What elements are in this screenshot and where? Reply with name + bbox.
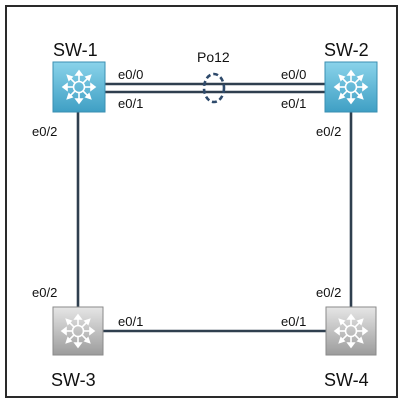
switch-sw4[interactable] xyxy=(325,306,377,356)
port-label-sw3-e0-1: e0/1 xyxy=(118,314,143,329)
port-label-sw2-e0-0: e0/0 xyxy=(281,67,306,82)
switch-sw1-name: SW-1 xyxy=(53,40,98,60)
diagram-frame xyxy=(5,5,398,398)
port-label-sw2-e0-2: e0/2 xyxy=(316,124,341,139)
switch-sw2-name: SW-2 xyxy=(324,40,369,60)
switch-sw1[interactable] xyxy=(52,61,106,113)
port-label-sw2-e0-1: e0/1 xyxy=(281,96,306,111)
port-label-sw1-e0-1: e0/1 xyxy=(118,96,143,111)
switch-sw4-name: SW-4 xyxy=(324,370,369,390)
port-label-sw1-e0-2: e0/2 xyxy=(32,124,57,139)
switch-sw3[interactable] xyxy=(52,306,104,356)
switch-sw3-name: SW-3 xyxy=(51,370,96,390)
port-label-sw4-e0-1: e0/1 xyxy=(281,314,306,329)
port-channel-label: Po12 xyxy=(197,49,230,65)
switch-sw2-body xyxy=(324,61,378,113)
port-label-sw1-e0-0: e0/0 xyxy=(118,67,143,82)
switch-sw1-body xyxy=(52,61,106,113)
port-channel-po12-ellipse xyxy=(202,72,226,104)
port-label-sw3-e0-2: e0/2 xyxy=(32,285,57,300)
port-label-sw4-e0-2: e0/2 xyxy=(316,285,341,300)
links xyxy=(76,82,353,333)
switch-sw2[interactable] xyxy=(324,61,378,113)
